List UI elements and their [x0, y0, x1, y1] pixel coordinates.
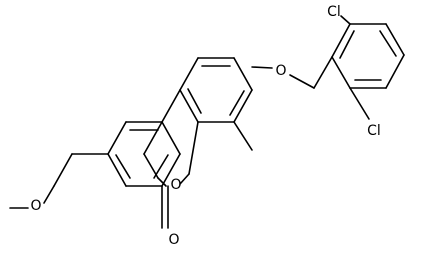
- bond: [331, 56, 351, 89]
- bond: [161, 121, 181, 155]
- atom-label-o-methoxy: O: [30, 198, 41, 214]
- bond: [229, 90, 245, 116]
- bond: [157, 177, 167, 187]
- bond: [313, 56, 333, 89]
- bond: [179, 173, 190, 185]
- atom-label-o-ring: O: [170, 177, 181, 193]
- bond: [107, 153, 127, 187]
- bond: [349, 87, 370, 120]
- bond: [143, 121, 163, 155]
- bond: [251, 66, 273, 69]
- bond: [385, 54, 405, 89]
- bond: [188, 121, 199, 175]
- bond-lines: [9, 15, 405, 229]
- atom-label-o-ether: O: [275, 63, 286, 79]
- bond: [233, 89, 253, 123]
- bond: [233, 57, 253, 91]
- bond: [187, 88, 202, 114]
- bond: [43, 185, 55, 204]
- bond: [161, 153, 181, 187]
- bond: [289, 74, 315, 89]
- bond: [107, 121, 127, 155]
- bond: [339, 30, 355, 59]
- bond: [115, 154, 131, 179]
- bond: [179, 89, 199, 123]
- atom-labels: Cl Cl O O O O: [30, 4, 380, 248]
- atom-label-o-carbonyl: O: [168, 232, 179, 248]
- bond: [53, 153, 73, 187]
- atom-label-cl-top: Cl: [327, 4, 341, 20]
- bond: [233, 121, 253, 151]
- atom-label-cl-bottom: Cl: [367, 123, 381, 139]
- bond: [385, 23, 405, 56]
- bond: [161, 89, 181, 123]
- bond: [340, 15, 351, 25]
- bond: [179, 57, 199, 91]
- bond: [153, 154, 169, 179]
- bond: [379, 30, 397, 57]
- bond: [331, 23, 351, 58]
